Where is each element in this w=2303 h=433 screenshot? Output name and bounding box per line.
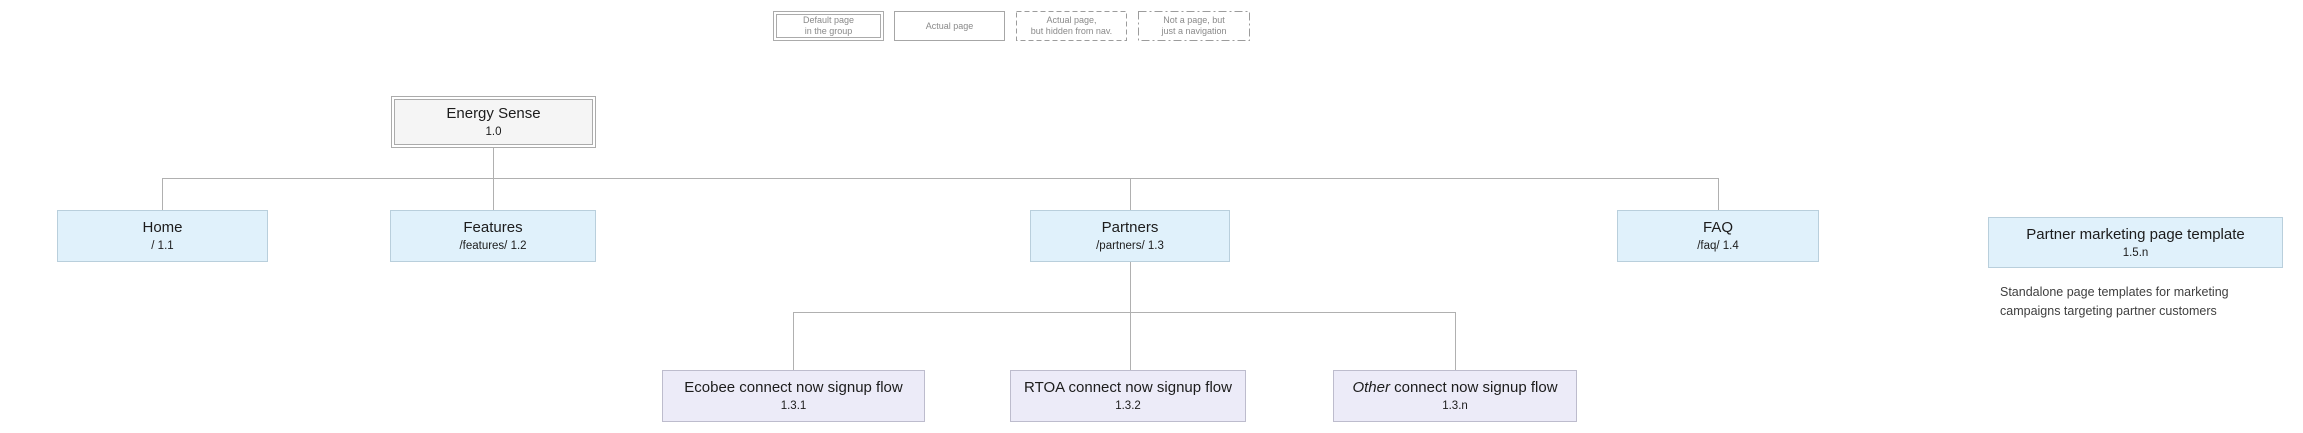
node-title: RTOA connect now signup flow	[1024, 379, 1232, 396]
node-faq[interactable]: FAQ /faq/ 1.4	[1617, 210, 1819, 262]
node-features[interactable]: Features /features/ 1.2	[390, 210, 596, 262]
connector-drop-home	[162, 178, 163, 210]
node-other-signup-flow[interactable]: Other connect now signup flow 1.3.n	[1333, 370, 1577, 422]
legend-item-hidden-from-nav: Actual page, but hidden from nav.	[1016, 11, 1127, 41]
legend-label: Not a page, but just a navigation	[1161, 15, 1227, 36]
node-subtitle: 1.3.1	[780, 400, 807, 412]
connector-level1-rail	[162, 178, 1718, 179]
legend-item-navigation-only: Not a page, but just a navigation	[1138, 11, 1250, 41]
connector-drop-partners	[1130, 178, 1131, 210]
node-title: Other connect now signup flow	[1352, 379, 1558, 396]
node-partners[interactable]: Partners /partners/ 1.3	[1030, 210, 1230, 262]
node-title: Energy Sense	[446, 105, 541, 122]
connector-root-stem	[493, 148, 494, 178]
dashed-border	[1016, 11, 1127, 41]
node-home[interactable]: Home / 1.1	[57, 210, 268, 262]
node-energy-sense[interactable]: Energy Sense 1.0	[391, 96, 596, 148]
node-title: Features	[463, 219, 523, 236]
node-subtitle: / 1.1	[151, 240, 174, 252]
connector-drop-features	[493, 178, 494, 210]
node-subtitle: 1.3.2	[1115, 400, 1141, 412]
node-rtoa-signup-flow[interactable]: RTOA connect now signup flow 1.3.2	[1010, 370, 1246, 422]
node-partner-marketing-template[interactable]: Partner marketing page template 1.5.n	[1988, 217, 2283, 268]
node-title: Partner marketing page template	[2026, 225, 2245, 243]
legend-item-default-page-frame: Default page in the group	[776, 14, 881, 38]
connector-drop-rtoa	[1130, 312, 1131, 370]
connector-drop-ecobee	[793, 312, 794, 370]
connector-partners-stem	[1130, 262, 1131, 312]
node-title: Partners	[1101, 219, 1159, 236]
legend-label: Actual page, but hidden from nav.	[1030, 15, 1113, 36]
legend-item-actual-page: Actual page	[894, 11, 1005, 41]
node-subtitle: 1.3.n	[1442, 400, 1468, 412]
node-title: FAQ	[1702, 219, 1733, 236]
legend-item-default-page: Default page in the group	[773, 11, 884, 41]
node-subtitle: 1.5.n	[2122, 246, 2149, 259]
connector-drop-other	[1455, 312, 1456, 370]
node-subtitle: /faq/ 1.4	[1697, 240, 1739, 252]
legend-label: Default page in the group	[802, 15, 855, 36]
template-note: Standalone page templates for marketing …	[2000, 285, 2229, 318]
node-title: Home	[142, 219, 183, 236]
dash-dot-border	[1138, 11, 1250, 41]
node-subtitle: /partners/ 1.3	[1096, 240, 1164, 252]
node-ecobee-signup-flow[interactable]: Ecobee connect now signup flow 1.3.1	[662, 370, 925, 422]
legend-label: Actual page	[925, 20, 974, 31]
node-subtitle: 1.0	[485, 126, 502, 138]
node-energy-sense-frame: Energy Sense 1.0	[394, 99, 593, 145]
connector-level2-rail	[793, 312, 1455, 313]
node-subtitle: /features/ 1.2	[459, 240, 527, 252]
node-title: Ecobee connect now signup flow	[684, 379, 903, 396]
connector-drop-faq	[1718, 178, 1719, 210]
